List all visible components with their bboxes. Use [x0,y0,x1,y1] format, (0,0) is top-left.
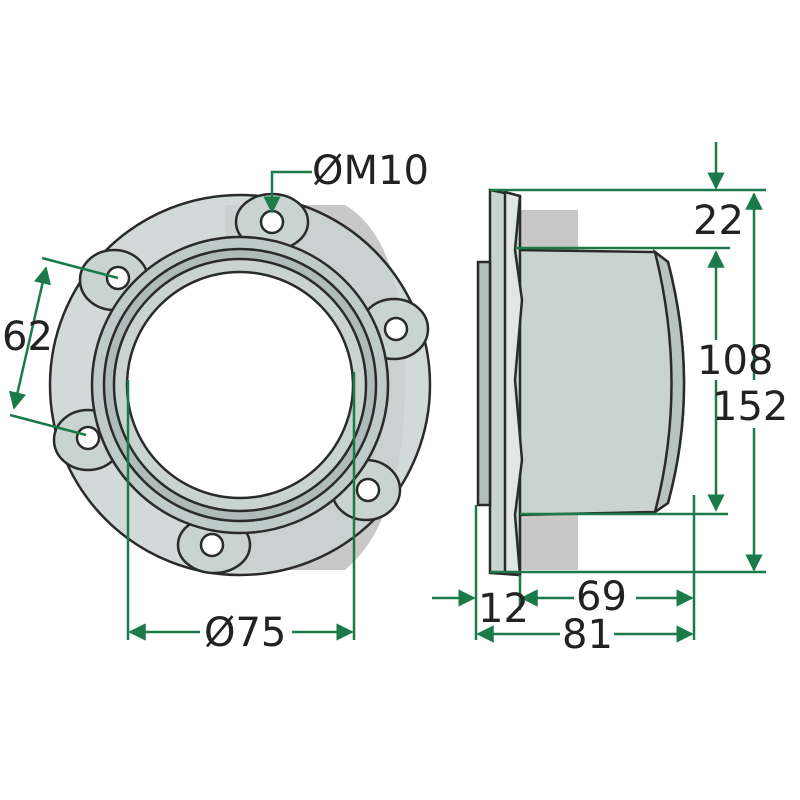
side-view [476,188,686,577]
flange-lip [476,260,492,507]
label-bolt-spacing: 62 [2,314,53,360]
body-profile [513,248,686,517]
dimension-labels: ØM10 62 Ø75 22 108 152 12 69 81 [2,148,788,658]
hole-top [259,209,285,235]
label-flange-diameter: 152 [712,384,788,430]
label-total-length: 81 [562,612,613,658]
label-flange-depth: 22 [693,198,744,244]
flange-edge [503,190,524,577]
hole-bottom [199,532,225,558]
body-end [652,248,686,515]
bolt-holes [75,209,409,558]
bore [125,270,355,500]
label-body-length: 69 [576,574,627,620]
label-bore-diameter: Ø75 [204,610,286,656]
front-view [48,192,432,577]
label-hole-thread: ØM10 [312,148,429,194]
hole-bottom-right [355,477,381,503]
label-flange-thickness: 12 [478,586,529,632]
hole-right [383,316,409,342]
hole-left [75,425,101,451]
label-body-diameter: 108 [697,338,773,384]
dimension-lines [8,142,766,643]
